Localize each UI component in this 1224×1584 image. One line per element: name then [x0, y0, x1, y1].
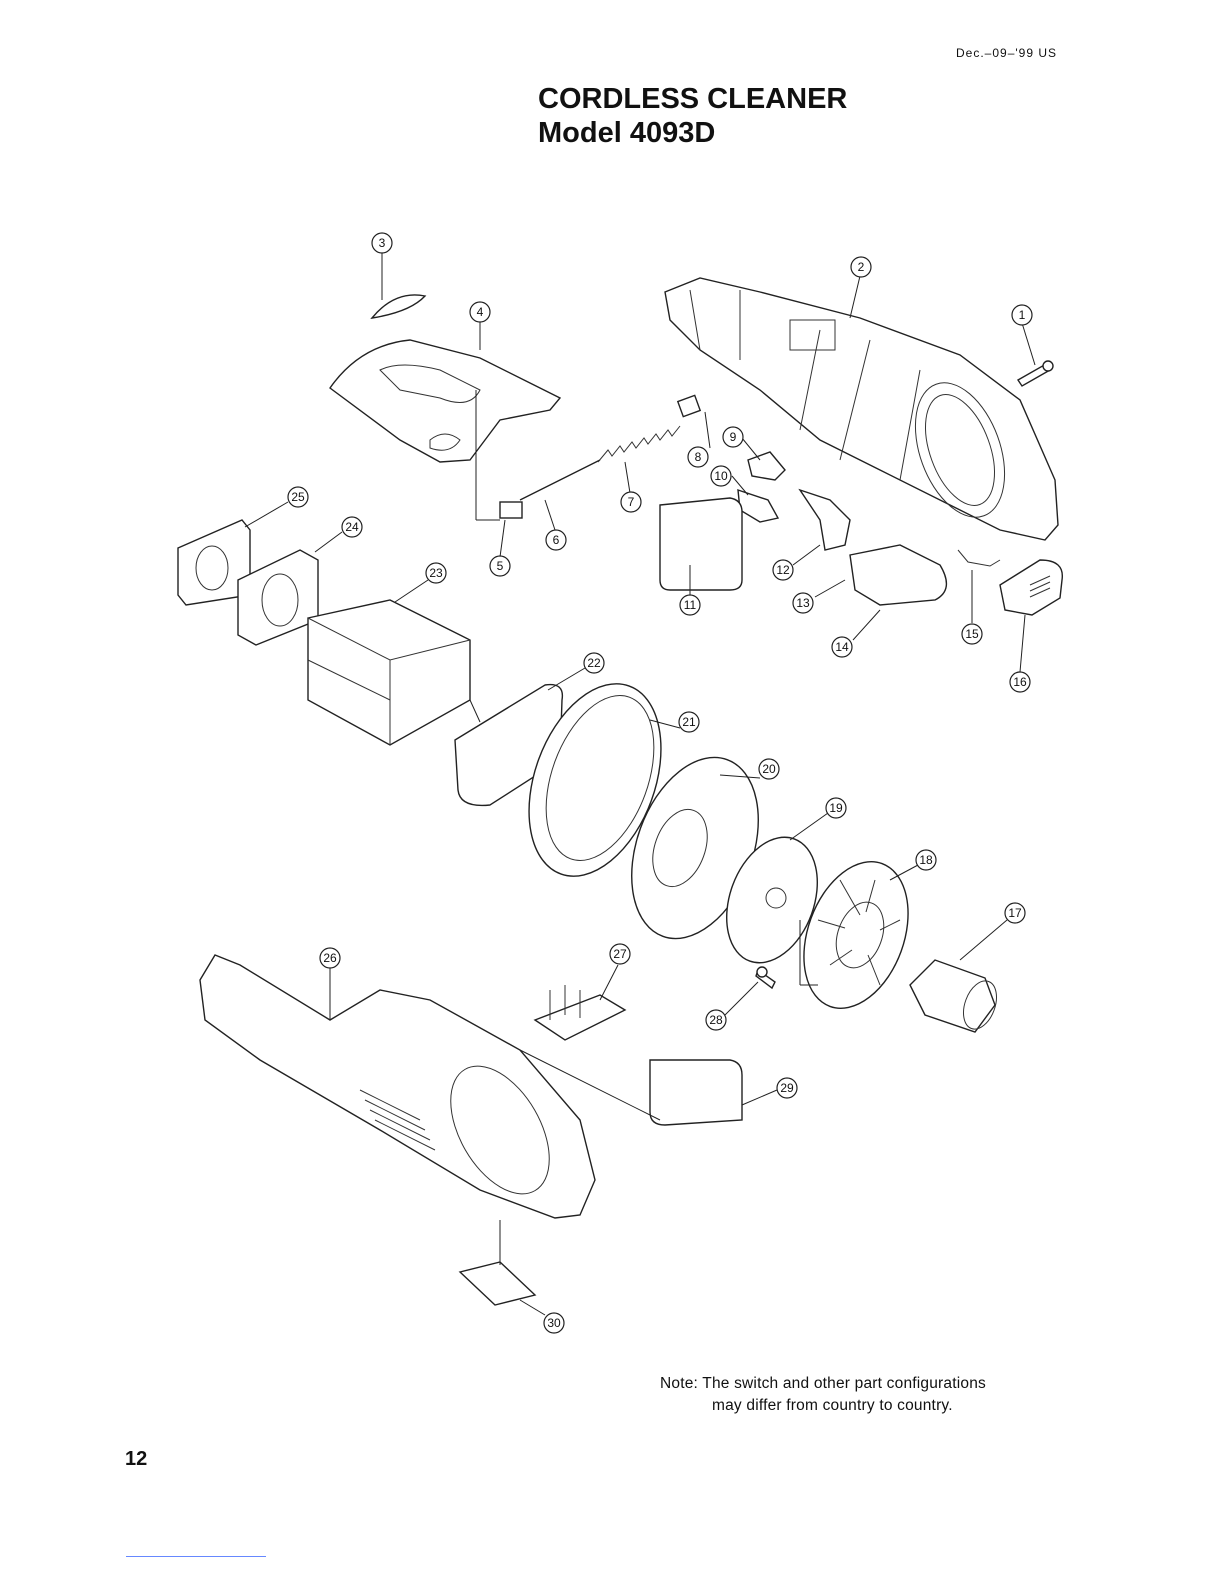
part-4-top-cover	[330, 340, 560, 462]
callout-9: 9	[723, 427, 743, 447]
part-30-label	[460, 1220, 535, 1305]
callout-21: 21	[679, 712, 699, 732]
svg-text:9: 9	[730, 430, 737, 444]
svg-text:7: 7	[628, 495, 635, 509]
part-11-plate	[660, 498, 742, 590]
callout-5: 5	[490, 556, 510, 576]
part-27-switch-board	[535, 985, 625, 1040]
svg-text:22: 22	[587, 656, 601, 670]
callout-25: 25	[288, 487, 308, 507]
part-28-screw	[756, 967, 775, 988]
footer-rule	[126, 1556, 266, 1557]
note-line-2: may differ from country to country.	[660, 1395, 986, 1417]
svg-text:14: 14	[835, 640, 849, 654]
callout-13: 13	[793, 593, 813, 613]
svg-text:26: 26	[323, 951, 337, 965]
callout-2: 2	[851, 257, 871, 277]
part-23-battery	[308, 600, 470, 745]
callout-3: 3	[372, 233, 392, 253]
part-12-bracket	[800, 490, 850, 550]
callout-8: 8	[688, 447, 708, 467]
part-1-screw	[1018, 361, 1053, 386]
part-3-cap	[372, 295, 425, 318]
svg-text:29: 29	[780, 1081, 794, 1095]
callout-6: 6	[546, 530, 566, 550]
part-26-lower-housing	[200, 955, 595, 1218]
callout-4: 4	[470, 302, 490, 322]
callout-10: 10	[711, 466, 731, 486]
callout-11: 11	[680, 595, 700, 615]
callout-12: 12	[773, 560, 793, 580]
callout-14: 14	[832, 637, 852, 657]
callout-19: 19	[826, 798, 846, 818]
callout-27: 27	[610, 944, 630, 964]
callout-23: 23	[426, 563, 446, 583]
part-15-spring-wire	[958, 550, 1000, 566]
svg-text:18: 18	[919, 853, 933, 867]
svg-text:25: 25	[291, 490, 305, 504]
configuration-note: Note: The switch and other part configur…	[660, 1373, 986, 1417]
svg-text:4: 4	[477, 305, 484, 319]
callout-26: 26	[320, 948, 340, 968]
callout-1: 1	[1012, 305, 1032, 325]
svg-text:15: 15	[965, 627, 979, 641]
callout-16: 16	[1010, 672, 1030, 692]
callout-7: 7	[621, 492, 641, 512]
svg-text:21: 21	[682, 715, 696, 729]
svg-text:1: 1	[1019, 308, 1026, 322]
part-14-handle-cover	[850, 545, 946, 605]
callout-17: 17	[1005, 903, 1025, 923]
part-16-latch	[1000, 560, 1062, 615]
callout-28: 28	[706, 1010, 726, 1030]
svg-text:6: 6	[553, 533, 560, 547]
svg-text:20: 20	[762, 762, 776, 776]
svg-text:12: 12	[776, 563, 790, 577]
callout-24: 24	[342, 517, 362, 537]
svg-text:5: 5	[497, 559, 504, 573]
part-10-switch-lever	[738, 490, 778, 522]
svg-text:19: 19	[829, 801, 843, 815]
callout-15: 15	[962, 624, 982, 644]
svg-text:2: 2	[858, 260, 865, 274]
svg-text:10: 10	[714, 469, 728, 483]
svg-text:23: 23	[429, 566, 443, 580]
callout-20: 20	[759, 759, 779, 779]
callout-18: 18	[916, 850, 936, 870]
svg-text:27: 27	[613, 947, 627, 961]
note-line-1: Note: The switch and other part configur…	[660, 1373, 986, 1395]
part-29-plate	[650, 1060, 742, 1125]
svg-text:11: 11	[684, 598, 697, 612]
svg-text:24: 24	[345, 520, 359, 534]
svg-text:16: 16	[1013, 675, 1027, 689]
page-number: 12	[125, 1448, 147, 1471]
svg-text:13: 13	[796, 596, 810, 610]
callout-30: 30	[544, 1313, 564, 1333]
callout-22: 22	[584, 653, 604, 673]
svg-text:28: 28	[709, 1013, 723, 1027]
callout-29: 29	[777, 1078, 797, 1098]
part-17-motor	[910, 960, 1003, 1034]
svg-text:3: 3	[379, 236, 386, 250]
svg-text:30: 30	[547, 1316, 561, 1330]
svg-text:17: 17	[1008, 906, 1022, 920]
part-9-switch-button	[748, 452, 785, 480]
svg-text:8: 8	[695, 450, 702, 464]
